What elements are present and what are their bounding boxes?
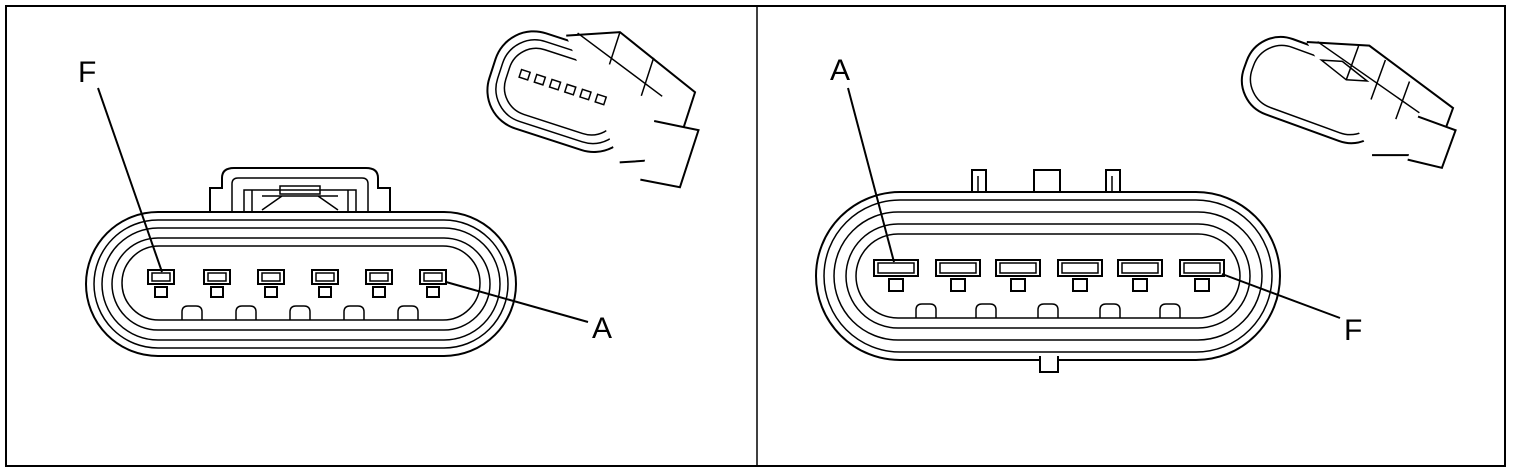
right-pins: [873, 259, 1225, 292]
leader-line-left-right: [445, 281, 589, 323]
pin-cavity: [203, 269, 231, 298]
pin-cavity: [311, 269, 339, 298]
right-inset-connector: [1240, 35, 1457, 170]
pin-cavity: [935, 259, 981, 292]
pin-label-left-top: F: [78, 56, 96, 89]
pin-cavity: [873, 259, 919, 292]
pin-cavity: [995, 259, 1041, 292]
pin-label-right-top: A: [830, 54, 850, 87]
pin-cavity: [1179, 259, 1225, 292]
pin-cavity: [419, 269, 447, 298]
right-bottom-tab: [1039, 356, 1059, 373]
outer-border: [5, 5, 1506, 467]
left-connector-body: [85, 211, 517, 357]
pin-cavity: [257, 269, 285, 298]
pin-cavity: [1117, 259, 1163, 292]
left-pins: [147, 269, 447, 298]
leader-line-right-right: [1221, 273, 1341, 319]
left-panel: F A: [78, 30, 700, 357]
pin-cavity: [1057, 259, 1103, 292]
left-inset-connector: [486, 30, 700, 189]
leader-line-left-top: [97, 87, 163, 273]
leader-line-right-top: [847, 87, 895, 263]
pin-cavity: [365, 269, 393, 298]
right-panel: A F: [815, 35, 1457, 373]
pin-label-left-right: A: [592, 312, 612, 345]
pin-label-right-right: F: [1344, 314, 1362, 347]
right-keys: [915, 303, 1181, 318]
left-keys: [181, 305, 419, 320]
